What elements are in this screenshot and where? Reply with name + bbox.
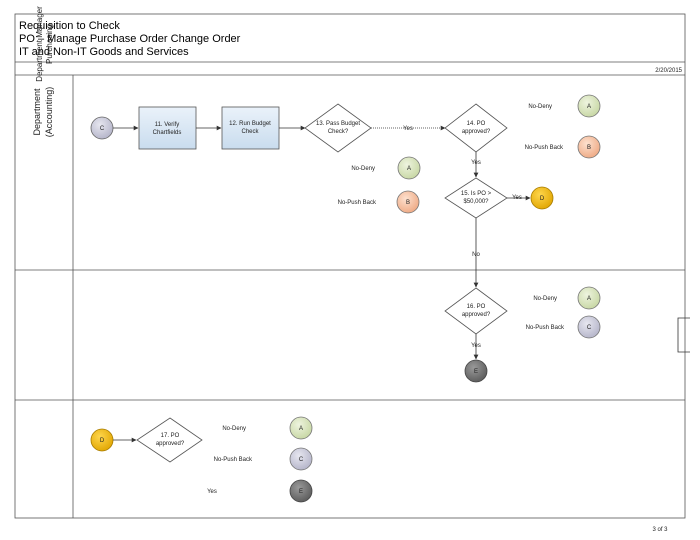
connector-e-16-label: E	[474, 369, 478, 375]
frame	[14, 13, 686, 519]
connector-b-14-label: B	[587, 145, 591, 151]
connector-a-16-label: A	[587, 296, 591, 302]
task-11-verify-chartfields: 11. Verify Chartfields	[138, 106, 197, 150]
decision-13-line-2: Check?	[328, 129, 349, 135]
connector-e-16: E	[464, 359, 488, 383]
decision-16-line-1: 16. PO	[467, 304, 486, 310]
task-11-line-2: Chartfields	[153, 130, 182, 136]
connector-e-17: E	[289, 479, 313, 503]
connector-c-17: C	[289, 447, 313, 471]
decision-16-line-2: approved?	[462, 312, 491, 318]
connector-c-16-label: C	[587, 325, 592, 331]
label-yes-14-15: Yes	[471, 160, 481, 166]
label-no-15: No	[472, 252, 480, 258]
title-line-1: Requisition to Check	[19, 20, 120, 32]
right-edge-bracket	[677, 317, 690, 353]
connector-d-15-label: D	[540, 196, 545, 202]
connector-c-start: C	[90, 116, 114, 140]
connector-d-start: D	[90, 428, 114, 452]
title-line-3: IT and Non-IT Goods and Services	[19, 46, 189, 58]
diagram-title: Requisition to Check PO – Manage Purchas…	[19, 20, 241, 58]
decision-14-line-2: approved?	[462, 129, 491, 135]
lane-label-2: Department Manager	[35, 6, 44, 82]
task-12-line-2: Check	[241, 129, 259, 135]
connector-a-17: A	[289, 416, 313, 440]
label-no-push-14: No-Push Back	[525, 145, 564, 151]
decision-17-line-2: approved?	[156, 441, 185, 447]
decision-17-line-1: 17. PO	[161, 433, 180, 439]
label-yes-16: Yes	[471, 343, 481, 349]
lane-label-2-line-1: Department Manager	[35, 6, 44, 82]
label-no-push-17: No-Push Back	[214, 457, 253, 463]
label-no-deny-16: No-Deny	[533, 296, 557, 302]
connector-e-17-label: E	[299, 489, 303, 495]
lane-label-1-line-2: (Accounting)	[44, 87, 54, 138]
page-number: 3 of 3	[652, 527, 668, 533]
connector-b-14: B	[577, 135, 601, 159]
connector-b-13-label: B	[406, 200, 410, 206]
label-no-deny-13: No-Deny	[351, 166, 375, 172]
connector-a-14-label: A	[587, 104, 591, 110]
lane-label-3: Purchasing	[45, 24, 54, 64]
label-yes-15-d: Yes	[512, 195, 522, 201]
task-12-line-1: 12. Run Budget	[229, 121, 271, 127]
connector-a-13: A	[397, 156, 421, 180]
connector-c-label: C	[100, 126, 105, 132]
decision-15-line-2: $50,000?	[463, 199, 489, 205]
connector-a-13-label: A	[407, 166, 411, 172]
connector-a-16: A	[577, 286, 601, 310]
lane-label-1-line-1: Department	[32, 88, 42, 136]
decision-14-line-1: 14. PO	[467, 121, 486, 127]
label-no-deny-17: No-Deny	[222, 426, 246, 432]
lane-label-1: Department (Accounting)	[32, 87, 54, 138]
date-label: 2/20/2015	[655, 68, 682, 74]
connector-c-17-label: C	[299, 457, 304, 463]
decision-15-is-po-over-50000: 15. Is PO > $50,000?	[444, 177, 508, 219]
label-no-push-16: No-Push Back	[526, 325, 565, 331]
connector-d-start-label: D	[100, 438, 105, 444]
decision-17-po-approved: 17. PO approved?	[136, 417, 203, 463]
connector-c-16: C	[577, 315, 601, 339]
label-yes-13-14: Yes	[403, 126, 413, 132]
decision-13-line-1: 13. Pass Budget	[316, 121, 360, 127]
decision-13-pass-budget-check: 13. Pass Budget Check?	[304, 103, 372, 153]
decision-14-po-approved: 14. PO approved?	[444, 103, 508, 153]
label-no-deny-14: No-Deny	[528, 104, 552, 110]
decision-16-po-approved: 16. PO approved?	[444, 287, 508, 335]
connector-b-13: B	[396, 190, 420, 214]
connector-a-17-label: A	[299, 426, 303, 432]
lane-label-3-line-1: Purchasing	[45, 24, 54, 64]
label-no-push-13: No-Push Back	[338, 200, 377, 206]
title-line-2: PO – Manage Purchase Order Change Order	[19, 33, 241, 45]
label-yes-17: Yes	[207, 489, 217, 495]
connector-d-15: D	[530, 186, 554, 210]
connector-a-14: A	[577, 94, 601, 118]
task-12-run-budget-check: 12. Run Budget Check	[221, 106, 280, 150]
task-11-line-1: 11. Verify	[155, 122, 180, 128]
decision-15-line-1: 15. Is PO >	[461, 191, 492, 197]
